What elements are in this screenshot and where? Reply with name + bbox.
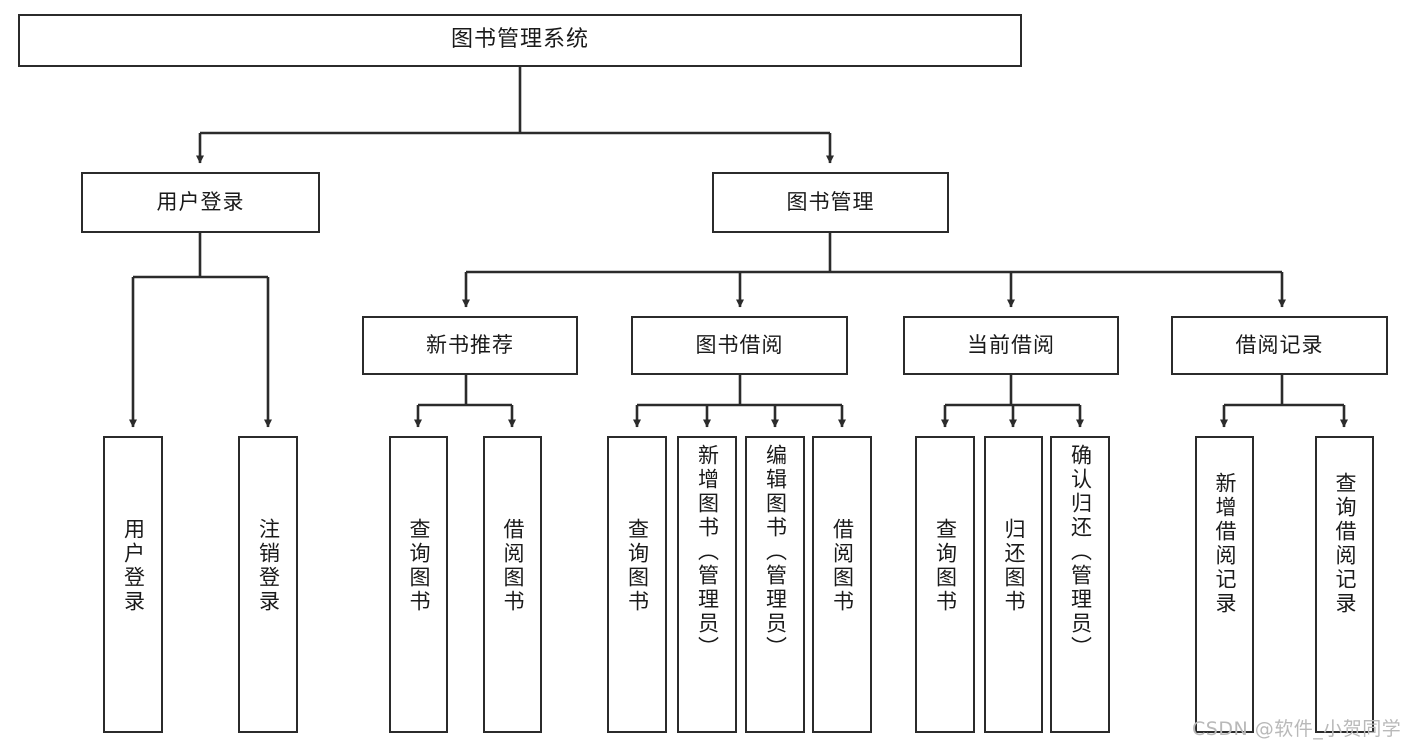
node-leaf-query-book-3-label: 查询图书 xyxy=(933,518,958,614)
node-leaf-borrow-book-1-label: 借阅图书 xyxy=(501,518,525,614)
node-leaf-user-logout-label: 注销登录 xyxy=(256,518,281,614)
node-leaf-add-book-label: 新增图书（管理员） xyxy=(695,444,720,660)
node-leaf-query-record[interactable]: 查询借阅记录 xyxy=(1315,436,1374,733)
watermark: CSDN @软件_小贺同学 xyxy=(1192,718,1402,740)
node-leaf-user-login-label: 用户登录 xyxy=(121,518,146,614)
node-user-login[interactable]: 用户登录 xyxy=(81,172,320,233)
node-leaf-user-logout[interactable]: 注销登录 xyxy=(238,436,298,733)
node-leaf-confirm-return[interactable]: 确认归还（管理员） xyxy=(1050,436,1110,733)
node-book-manage-label: 图书管理 xyxy=(786,189,875,214)
node-leaf-add-record-label: 新增借阅记录 xyxy=(1213,472,1237,616)
node-book-borrow-label: 图书借阅 xyxy=(695,332,784,357)
node-new-book-recommend[interactable]: 新书推荐 xyxy=(362,316,578,375)
node-leaf-borrow-book-2[interactable]: 借阅图书 xyxy=(812,436,872,733)
node-user-login-label: 用户登录 xyxy=(156,189,245,214)
node-new-book-recommend-label: 新书推荐 xyxy=(426,332,514,357)
node-current-borrow-label: 当前借阅 xyxy=(967,332,1055,357)
node-borrow-record[interactable]: 借阅记录 xyxy=(1171,316,1388,375)
node-leaf-confirm-return-label: 确认归还（管理员） xyxy=(1068,444,1093,660)
node-leaf-query-book-2-label: 查询图书 xyxy=(625,518,650,614)
node-current-borrow[interactable]: 当前借阅 xyxy=(903,316,1119,375)
node-leaf-user-login[interactable]: 用户登录 xyxy=(103,436,163,733)
node-leaf-edit-book[interactable]: 编辑图书（管理员） xyxy=(745,436,805,733)
node-leaf-borrow-book-1[interactable]: 借阅图书 xyxy=(483,436,542,733)
node-leaf-query-book-1-label: 查询图书 xyxy=(407,518,431,614)
node-leaf-return-book[interactable]: 归还图书 xyxy=(984,436,1043,733)
node-root[interactable]: 图书管理系统 xyxy=(18,14,1022,67)
node-leaf-edit-book-label: 编辑图书（管理员） xyxy=(763,444,788,660)
node-leaf-query-book-2[interactable]: 查询图书 xyxy=(607,436,667,733)
node-book-manage[interactable]: 图书管理 xyxy=(712,172,949,233)
node-leaf-borrow-book-2-label: 借阅图书 xyxy=(830,518,855,614)
node-leaf-add-book[interactable]: 新增图书（管理员） xyxy=(677,436,737,733)
node-borrow-record-label: 借阅记录 xyxy=(1235,332,1324,357)
node-root-label: 图书管理系统 xyxy=(450,27,589,53)
node-leaf-add-record[interactable]: 新增借阅记录 xyxy=(1195,436,1254,733)
node-book-borrow[interactable]: 图书借阅 xyxy=(631,316,848,375)
node-leaf-query-book-1[interactable]: 查询图书 xyxy=(389,436,448,733)
node-leaf-return-book-label: 归还图书 xyxy=(1002,518,1026,614)
node-leaf-query-record-label: 查询借阅记录 xyxy=(1333,472,1357,616)
node-leaf-query-book-3[interactable]: 查询图书 xyxy=(915,436,975,733)
